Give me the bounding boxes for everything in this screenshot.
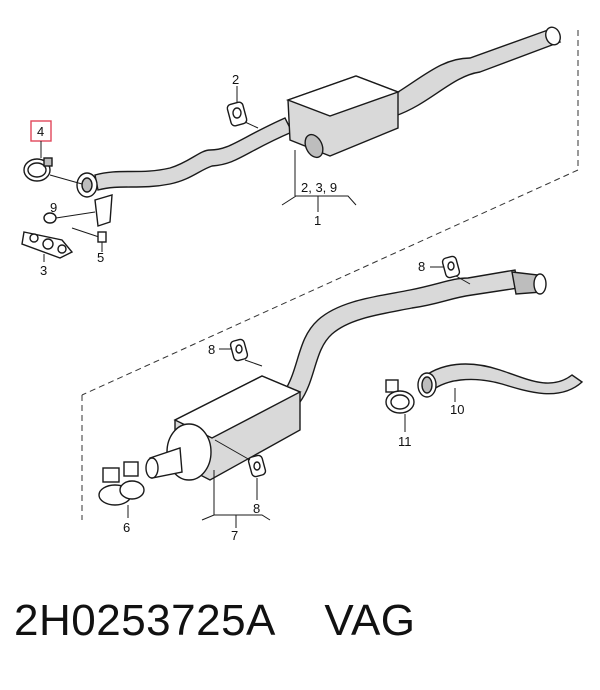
part-number: 2H0253725A xyxy=(14,596,274,645)
callout-8-upper: 8 xyxy=(418,259,425,274)
part-caption: 2H0253725A VAG xyxy=(14,596,416,646)
brand-name: VAG xyxy=(324,596,416,645)
bolt-part-5[interactable] xyxy=(71,227,107,252)
callout-2-top: 2 xyxy=(232,72,239,87)
pipe-part-10[interactable] xyxy=(417,363,584,402)
clamp-part-4[interactable] xyxy=(23,120,83,185)
leader-lines-front xyxy=(281,150,357,212)
callout-5: 5 xyxy=(97,250,104,265)
callout-8-low: 8 xyxy=(253,501,260,516)
callout-7: 7 xyxy=(231,528,238,543)
callout-10: 10 xyxy=(450,402,464,417)
nut-part-9[interactable] xyxy=(43,211,96,224)
rubber-hanger-part-8-upper[interactable] xyxy=(430,255,471,285)
callout-3: 3 xyxy=(40,263,47,278)
gasket-part-3[interactable] xyxy=(21,231,74,262)
leader-lines-rear xyxy=(201,470,271,528)
rubber-hanger-part-2[interactable] xyxy=(226,86,259,129)
callout-8-mid: 8 xyxy=(208,342,215,357)
rubber-hanger-part-8-mid[interactable] xyxy=(219,338,263,367)
clamp-part-11[interactable] xyxy=(385,379,415,432)
front-pipe-assembly xyxy=(76,26,562,227)
rubber-hanger-part-8-lower[interactable] xyxy=(214,439,267,500)
callout-11: 11 xyxy=(398,434,412,449)
callout-4: 4 xyxy=(37,124,44,139)
callout-9: 9 xyxy=(50,200,57,215)
callout-1: 1 xyxy=(314,213,321,228)
callout-6: 6 xyxy=(123,520,130,535)
callout-2-3-9: 2, 3, 9 xyxy=(301,180,337,195)
exhaust-system-diagram: 4 2 9 3 5 2, 3, 9 1 8 8 8 11 10 6 7 xyxy=(21,26,584,543)
clamp-part-6[interactable] xyxy=(98,461,145,518)
rear-pipe-assembly xyxy=(145,269,547,481)
group-frame xyxy=(81,30,579,520)
